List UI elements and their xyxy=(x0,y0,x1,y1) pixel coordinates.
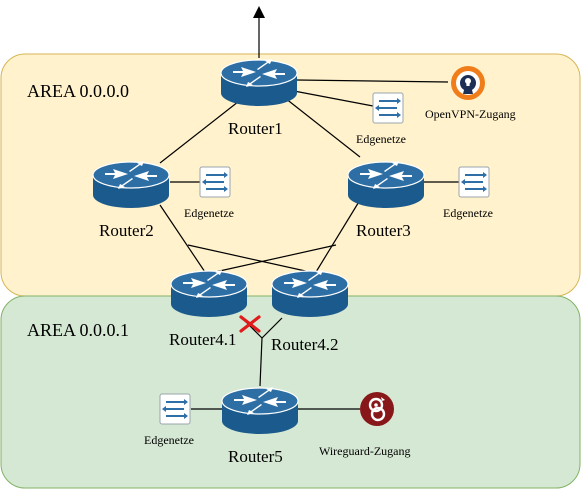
x-mark-icon xyxy=(239,315,261,333)
edge-label-r1: Edgenetze xyxy=(356,132,406,146)
edge-switch-r3[interactable] xyxy=(458,166,490,198)
link-r3-r42 xyxy=(315,199,361,273)
link-r2-r42 xyxy=(187,244,311,273)
link-r2-r41 xyxy=(159,204,208,276)
link-r42-r5 xyxy=(261,317,283,339)
router-4-2[interactable] xyxy=(271,269,349,318)
edge-label-r3: Edgenetze xyxy=(443,206,493,220)
router-3-label: Router3 xyxy=(356,221,411,240)
router-1-label: Router1 xyxy=(228,119,283,138)
link-junction-r5 xyxy=(259,337,263,387)
link-r1-edge xyxy=(293,90,374,107)
switch-icon xyxy=(199,166,231,198)
openvpn-icon[interactable] xyxy=(451,66,485,100)
switch-icon xyxy=(372,92,404,124)
router-icon xyxy=(221,386,299,435)
router-icon xyxy=(92,160,170,209)
edge-switch-r5[interactable] xyxy=(159,393,191,425)
router-4-1-label: Router4.1 xyxy=(169,330,237,349)
area-1-label: AREA 0.0.0.1 xyxy=(27,320,129,340)
router-icon xyxy=(347,160,425,209)
wireguard-icon[interactable] xyxy=(360,392,394,426)
link-r1-openvpn xyxy=(296,79,449,83)
openvpn-label: OpenVPN-Zugang xyxy=(425,107,516,121)
edge-switch-r1[interactable] xyxy=(372,92,404,124)
router-5[interactable] xyxy=(221,386,299,435)
link-r1-r3 xyxy=(284,97,361,158)
links xyxy=(159,79,460,410)
router-2[interactable] xyxy=(92,160,170,209)
router-icon xyxy=(220,58,298,107)
edge-switch-r2[interactable] xyxy=(199,166,231,198)
switch-icon xyxy=(159,393,191,425)
wireguard-label: Wireguard-Zugang xyxy=(319,444,410,458)
link-r1-r2 xyxy=(159,97,244,164)
router-4-2-label: Router4.2 xyxy=(271,335,339,354)
router-2-label: Router2 xyxy=(99,221,154,240)
router-4-1[interactable] xyxy=(170,269,248,318)
router-3[interactable] xyxy=(347,160,425,209)
router-icon xyxy=(170,269,248,318)
router-1[interactable] xyxy=(220,58,298,107)
switch-icon xyxy=(458,166,490,198)
edge-label-r2: Edgenetze xyxy=(184,206,234,220)
edge-label-r5: Edgenetze xyxy=(144,433,194,447)
router-5-label: Router5 xyxy=(228,447,283,466)
link-r3-r41 xyxy=(214,244,337,273)
area-0-label: AREA 0.0.0.0 xyxy=(27,81,129,101)
router-icon xyxy=(271,269,349,318)
